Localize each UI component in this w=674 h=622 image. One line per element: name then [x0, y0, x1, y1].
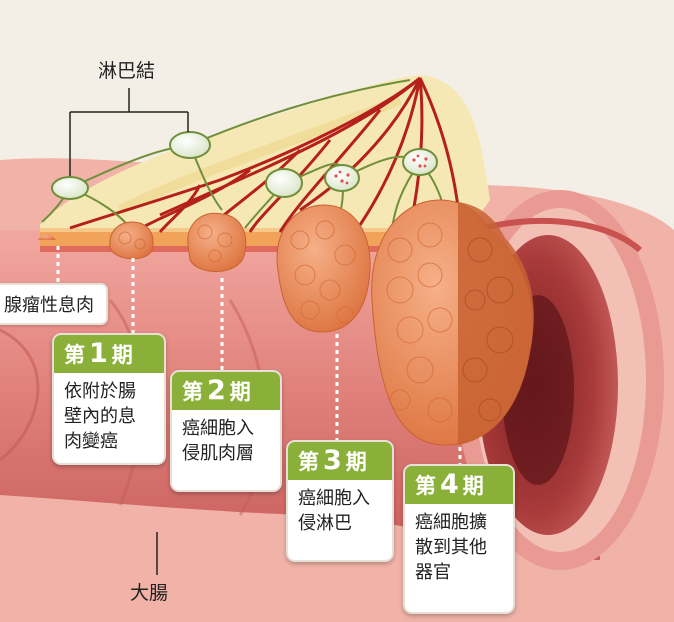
lymph-node-bracket [69, 88, 189, 176]
description-line: 侵淋巴 [298, 513, 352, 534]
stage-prefix: 第 [64, 343, 85, 367]
colon-label: 大腸 [130, 582, 169, 604]
stage2-tumor [187, 212, 247, 273]
stage-suffix: 期 [462, 474, 484, 498]
description-line: 壁內的息 [64, 406, 136, 427]
lymph-node [169, 131, 211, 159]
stage-number: 3 [323, 445, 342, 476]
stage-4-description: 癌細胞擴 散到其他 器官 [405, 504, 513, 591]
stage4-tumor-cut [458, 202, 534, 445]
stage-2-description: 癌細胞入 侵肌肉層 [172, 410, 280, 472]
polyp-label: 腺瘤性息肉 [0, 283, 108, 325]
description-line: 器官 [415, 562, 451, 583]
stage-number: 1 [89, 338, 108, 369]
stage-suffix: 期 [345, 450, 367, 474]
lymph-node-affected [324, 164, 360, 192]
stage-suffix: 期 [111, 343, 133, 367]
description-line: 癌細胞擴 [415, 512, 487, 533]
lymph-node-affected [402, 148, 438, 176]
polyp-tumor [38, 234, 56, 240]
stage-prefix: 第 [298, 450, 319, 474]
description-line: 依附於腸 [64, 381, 136, 402]
description-line: 肉變癌 [64, 431, 118, 452]
stage-suffix: 期 [229, 380, 251, 404]
lymph-node [51, 176, 89, 200]
stage-1-description: 依附於腸 壁內的息 肉變癌 [54, 373, 164, 460]
stage-prefix: 第 [415, 474, 436, 498]
description-line: 癌細胞入 [298, 488, 370, 509]
lymph-nodes [51, 131, 438, 200]
stage-3-description: 癌細胞入 侵淋巴 [288, 480, 392, 542]
description-line: 癌細胞入 [182, 418, 254, 439]
description-line: 散到其他 [415, 537, 487, 558]
lymph-nodes-label: 淋巴結 [98, 60, 156, 82]
lymph-node [265, 168, 303, 198]
leader-lines [56, 246, 462, 466]
stage3-tumor [276, 204, 371, 333]
description-line: 侵肌肉層 [182, 443, 254, 464]
stage-prefix: 第 [182, 380, 203, 404]
tumors [38, 199, 534, 446]
stage1-tumor [109, 221, 154, 260]
stage-number: 4 [440, 469, 459, 500]
stage-number: 2 [207, 375, 226, 406]
